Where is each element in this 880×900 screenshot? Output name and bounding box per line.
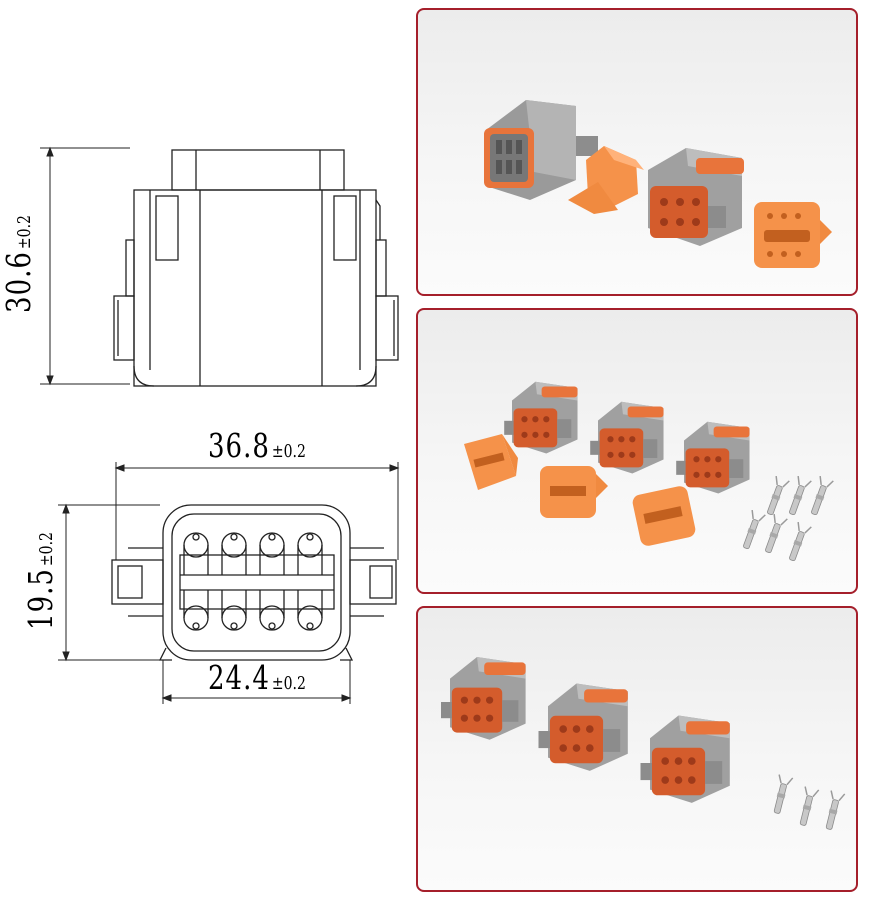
- wedgelock-1: [464, 434, 518, 490]
- plug-3: [676, 421, 750, 494]
- connector-receptacle: [484, 100, 598, 200]
- cavity-top-2: [221, 532, 247, 575]
- front-inner-width-dimension: 24.4±0.2: [208, 660, 306, 698]
- front-height-dimension: 19.5±0.2: [17, 521, 67, 641]
- photo-panel-1: [416, 8, 858, 296]
- terminal-6: [789, 522, 812, 562]
- cavity-row-top: [183, 532, 323, 575]
- terminal-5: [765, 514, 788, 554]
- cavity-bottom-1: [183, 590, 209, 631]
- photo-connectors-wedgelocks-terminals: [464, 381, 834, 562]
- photo-panel-3: [416, 606, 858, 892]
- terminal-2: [799, 786, 820, 826]
- cavity-bottom-3: [259, 590, 285, 631]
- photo-panel-2: [416, 308, 858, 594]
- terminal-1: [767, 476, 790, 516]
- front-inner-width-value: 24.4: [208, 660, 270, 698]
- terminal-3: [811, 476, 834, 516]
- plug-1: [504, 381, 578, 454]
- side-view-drawing: [113, 149, 399, 387]
- cavity-top-1: [183, 532, 209, 575]
- connector-plug: [648, 148, 744, 246]
- wedgelock-3: [632, 486, 696, 546]
- front-width-tolerance: ±0.2: [271, 442, 306, 462]
- cavity-row-bottom: [183, 590, 323, 631]
- cavity-top-3: [259, 532, 285, 575]
- front-width-dimension: 36.8±0.2: [208, 428, 306, 466]
- cavity-bottom-4: [297, 590, 323, 631]
- receptacle-1: [441, 657, 526, 740]
- technical-drawing: [40, 146, 400, 704]
- photo-exploded-connector-set: [484, 100, 832, 268]
- terminal-2: [789, 476, 812, 516]
- front-view-drawing: [111, 504, 397, 661]
- front-width-value: 36.8: [208, 428, 270, 466]
- terminal-1: [773, 774, 794, 814]
- connector-plug-group: [504, 381, 750, 494]
- side-height-dimension: 30.6±0.2: [0, 204, 45, 324]
- connector-receptacle-group: [441, 657, 730, 803]
- cavity-bottom-2: [221, 590, 247, 631]
- wedgelock-2: [540, 466, 608, 518]
- terminal-3: [825, 790, 846, 830]
- side-height-value: 30.6: [1, 251, 39, 313]
- wedgelock-flat: [754, 202, 832, 268]
- terminal-group: [773, 774, 846, 830]
- front-inner-width-tolerance: ±0.2: [271, 674, 306, 694]
- wedgelock-group: [464, 434, 696, 546]
- cavity-top-4: [297, 532, 323, 575]
- front-height-tolerance: ±0.2: [37, 532, 57, 567]
- terminal-4: [743, 510, 766, 550]
- photo-connectors-and-terminals: [441, 657, 846, 830]
- wedgelock-angled: [568, 146, 644, 214]
- plug-2: [590, 401, 664, 474]
- front-height-value: 19.5: [23, 568, 61, 630]
- receptacle-3: [640, 715, 730, 803]
- side-height-tolerance: ±0.2: [15, 215, 35, 250]
- receptacle-2: [538, 683, 628, 771]
- terminal-group: [743, 476, 834, 562]
